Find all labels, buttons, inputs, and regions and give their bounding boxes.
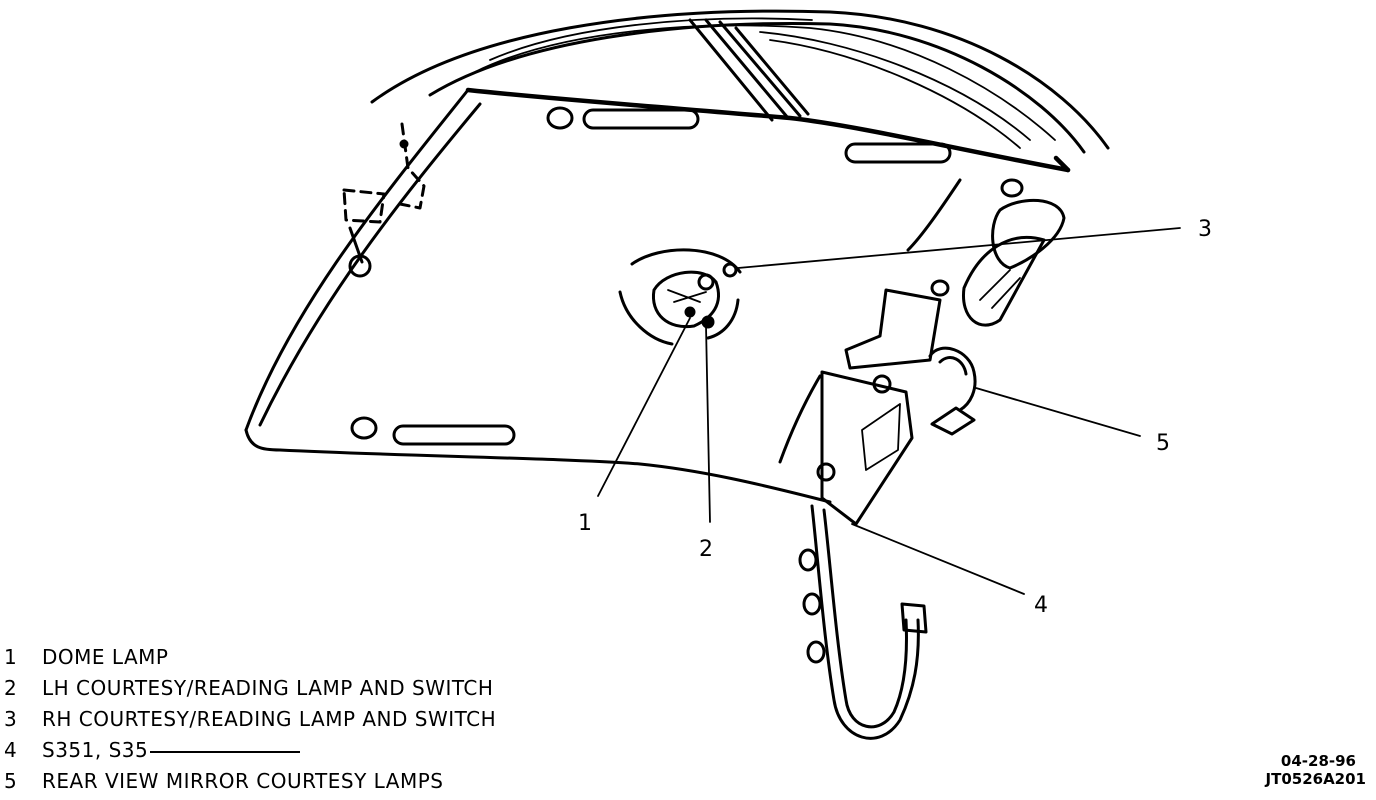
- legend-item-mirror-lamps: 5 REAR VIEW MIRROR COURTESY LAMPS: [4, 766, 496, 797]
- date-code: 04-28-96: [1280, 752, 1356, 770]
- legend-text: REAR VIEW MIRROR COURTESY LAMPS: [42, 769, 444, 793]
- legend-item-dome-lamp: 1 DOME LAMP: [4, 642, 496, 673]
- legend-text: LH COURTESY/READING LAMP AND SWITCH: [42, 676, 494, 700]
- legend-item-splice: 4 S351, S35: [4, 735, 496, 766]
- legend-number: 2: [4, 676, 18, 700]
- legend-text: RH COURTESY/READING LAMP AND SWITCH: [42, 707, 497, 731]
- legend-rule: [150, 750, 301, 753]
- roof-outline: [370, 9, 1110, 154]
- leader-lines: [597, 227, 1181, 595]
- visor-clip: [342, 122, 426, 264]
- mirror-mount: [962, 198, 1066, 327]
- callout-2: 2: [699, 537, 713, 562]
- lower-harness: [798, 504, 928, 740]
- callout-1: 1: [578, 511, 592, 536]
- legend-number: 3: [4, 707, 18, 731]
- headliner-panel: [244, 87, 1071, 504]
- callout-3: 3: [1198, 217, 1212, 242]
- legend-item-lh-courtesy-lamp: 2 LH COURTESY/READING LAMP AND SWITCH: [4, 673, 496, 704]
- grab-handles: [348, 106, 1024, 446]
- legend-number: 5: [4, 769, 18, 793]
- legend-item-rh-courtesy-lamp: 3 RH COURTESY/READING LAMP AND SWITCH: [4, 704, 496, 735]
- legend-text: S351, S35: [42, 738, 149, 762]
- component-legend: 1 DOME LAMP 2 LH COURTESY/READING LAMP AND…: [4, 642, 496, 797]
- figure-code: JT0526A201: [1265, 770, 1366, 788]
- dome-lamp-assembly: [618, 248, 742, 346]
- legend-text: DOME LAMP: [42, 645, 169, 669]
- callout-4: 4: [1034, 593, 1048, 618]
- legend-number: 1: [4, 645, 18, 669]
- mirror-harness: [928, 346, 977, 436]
- brackets: [816, 288, 942, 526]
- roof-wiring: [688, 18, 1031, 149]
- legend-number: 4: [4, 738, 18, 762]
- callout-5: 5: [1156, 431, 1170, 456]
